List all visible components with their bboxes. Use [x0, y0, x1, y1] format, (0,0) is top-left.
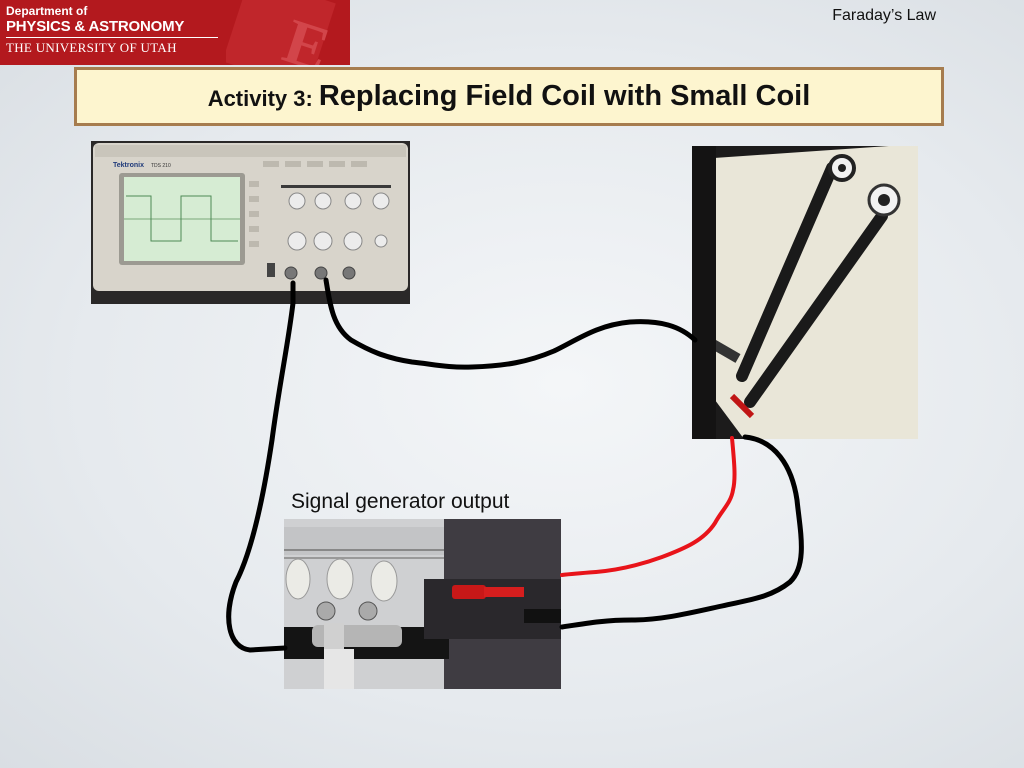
oscilloscope-model: TDS 210: [151, 163, 171, 169]
black-wire-scope-to-generator: [226, 280, 296, 653]
logo-physics-astronomy-text: PHYSICS & ASTRONOMY: [6, 18, 185, 35]
logo-department-text: Department of: [6, 4, 88, 18]
oscilloscope-photo: Tektronix TDS 210: [91, 141, 410, 304]
title-prefix: Activity 3:: [207, 85, 313, 111]
letter-watermark-icon: E: [226, 0, 336, 65]
oscilloscope-illustration: Tektronix TDS 210: [91, 141, 410, 304]
signal-generator-illustration: [284, 519, 561, 689]
university-logo: E Department of PHYSICS & ASTRONOMY THE …: [0, 0, 350, 65]
small-coils-photo: [692, 146, 918, 439]
black-wire-coil-to-generator: [559, 434, 804, 630]
red-wire-coil-to-generator: [560, 436, 737, 577]
signal-generator-caption: Signal generator output: [291, 490, 510, 513]
title-main: Replacing Field Coil with Small Coil: [318, 80, 811, 112]
oscilloscope-brand: Tektronix: [113, 162, 144, 169]
signal-generator-photo: [284, 519, 561, 689]
slide-title-box: Activity 3: Replacing Field Coil with Sm…: [74, 67, 944, 126]
slide-topic: Faraday’s Law: [832, 7, 936, 24]
coils-illustration: [692, 146, 918, 439]
logo-university-text: THE UNIVERSITY OF UTAH: [6, 40, 177, 55]
logo-divider: [6, 37, 218, 38]
black-wire-scope-to-coil: [323, 277, 698, 370]
